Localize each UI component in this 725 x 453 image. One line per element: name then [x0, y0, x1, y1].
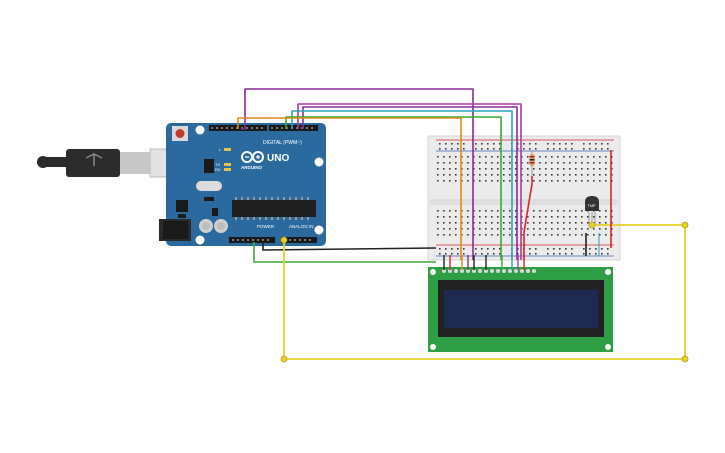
arduino-logo-label: ARDUINO [241, 165, 262, 170]
usb-cable-icon[interactable] [37, 148, 183, 178]
power-jack [159, 219, 191, 241]
sensor-label: TMP [588, 204, 596, 208]
wire-red-resistor [523, 176, 533, 260]
wires [237, 88, 686, 360]
power-header [229, 237, 317, 243]
breadboard-holes [437, 143, 613, 255]
wire-orange [237, 117, 462, 260]
l-led-label: L [219, 147, 222, 152]
wire-green-bottom [253, 242, 436, 263]
tx-led-label: TX [215, 162, 220, 167]
reset-button-icon[interactable] [172, 126, 188, 141]
digital-header [209, 125, 318, 131]
power-label: POWER [257, 224, 275, 229]
digital-header-label: DIGITAL (PWM~) [263, 140, 302, 146]
arduino-logo-icon [241, 151, 264, 163]
arduino-uno-label: UNO [267, 153, 289, 164]
lcd-display[interactable] [428, 267, 613, 352]
lcd-pin-header [442, 269, 536, 273]
rx-led-label: RX [215, 167, 221, 172]
wire-endpoints [280, 221, 689, 363]
resistor[interactable] [529, 150, 535, 176]
wire-teal [291, 110, 513, 260]
lcd-screen [444, 290, 598, 328]
wire-purple [241, 88, 474, 260]
arduino-board[interactable]: DIGITAL (PWM~) L TX RX UNO ARDUINO [159, 123, 326, 246]
lcd-jumper-legs [443, 255, 525, 270]
wire-green-top [285, 116, 502, 260]
wire-black-gnd [262, 242, 437, 251]
microcontroller-icon [232, 197, 316, 220]
analog-in-label: ANALOG IN [289, 224, 314, 229]
